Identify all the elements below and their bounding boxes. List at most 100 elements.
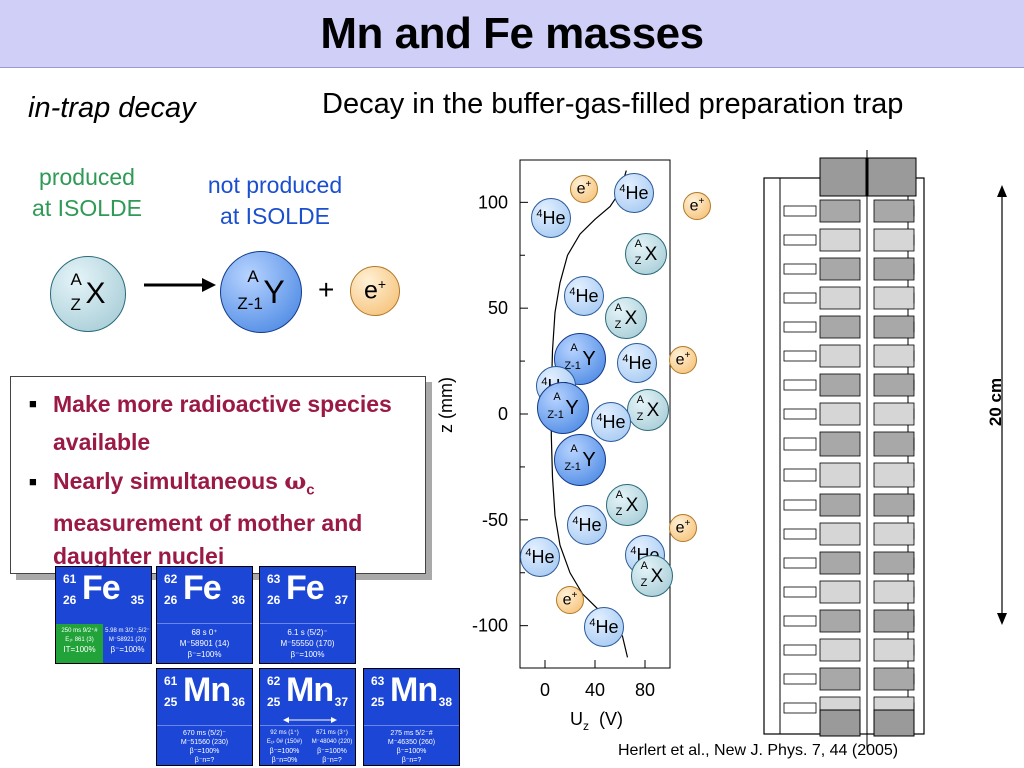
helium-atom: 4He — [614, 173, 654, 213]
scale-arrow — [997, 185, 1007, 625]
electrode-right — [873, 315, 915, 339]
y-ticks: 100 50 0 -50 -100 — [472, 192, 528, 636]
helium-atom: 4He — [567, 505, 607, 545]
electrode-left — [819, 344, 861, 368]
insulator-left — [783, 557, 817, 569]
electrode-left — [819, 522, 861, 546]
electrode-left — [819, 257, 861, 281]
y-axis-label: z (mm) — [436, 377, 456, 433]
positron: e+ — [683, 192, 711, 220]
insulator-left — [783, 437, 817, 451]
electrode-right — [873, 493, 915, 517]
subtitle-buffer-gas-trap: Decay in the buffer-gas-filled preparati… — [322, 88, 904, 120]
bullet-box: Make more radioactive species available … — [10, 376, 426, 574]
insulator-left — [783, 234, 817, 246]
electrode-left — [819, 228, 861, 252]
y-tick-label: -100 — [472, 616, 508, 636]
bottom-cap-right — [873, 709, 915, 737]
bullet-list: Make more radioactive species available … — [29, 385, 411, 573]
electrode-right — [873, 522, 915, 546]
x-axis-label: Uz(V) — [570, 709, 623, 733]
positron: e+ — [570, 175, 598, 203]
y-tick-label: 0 — [498, 404, 508, 424]
produced-label: produced at ISOLDE — [32, 164, 142, 221]
insulator-left — [783, 615, 817, 627]
electrode-left — [819, 667, 861, 691]
electrode-right — [873, 228, 915, 252]
y-tick-label: -50 — [482, 510, 508, 530]
electrode-left — [819, 402, 861, 426]
insulator-left — [783, 263, 817, 275]
citation: Herlert et al., New J. Phys. 7, 44 (2005… — [618, 742, 899, 759]
electrode-right — [873, 199, 915, 223]
electrode-left — [819, 493, 861, 517]
helium-atom: 4He — [531, 198, 571, 238]
insulator-left — [783, 673, 817, 685]
x-ticks: 0 40 80 — [540, 660, 655, 700]
positron: e+ — [669, 514, 697, 542]
electrode-left — [819, 580, 861, 604]
insulator-left — [783, 468, 817, 482]
electrode-left — [819, 551, 861, 575]
insulator-left — [783, 644, 817, 656]
electrode-right — [873, 462, 915, 488]
electrode-right — [873, 431, 915, 457]
scale-label: 20 cm — [986, 377, 1005, 427]
electrode-left — [819, 462, 861, 488]
electrode-right — [873, 638, 915, 662]
positron: e+ — [556, 586, 584, 614]
nuclide-tile-fe63: 63 26 Fe 37 6.1 s (5/2)⁻ M⁻55550 (170) β… — [259, 566, 356, 664]
insulator-left — [783, 499, 817, 511]
double-arrow-icon — [283, 717, 337, 723]
bullet-item: Make more radioactive species available — [29, 385, 411, 461]
electrode-left — [819, 373, 861, 397]
subtitle-in-trap-decay: in-trap decay — [28, 92, 196, 124]
electrode-right — [873, 257, 915, 281]
insulator-left — [783, 702, 817, 714]
electrode-right — [873, 286, 915, 310]
insulator-left — [783, 292, 817, 304]
electrode-left — [819, 199, 861, 223]
positron: e+ — [350, 266, 400, 316]
electrode-right — [873, 580, 915, 604]
y-tick-label: 50 — [488, 298, 508, 318]
mother-nucleus: A Z X — [50, 256, 126, 332]
positron: e+ — [669, 346, 697, 374]
helium-atom: 4He — [584, 607, 624, 647]
helium-atom: 4He — [564, 276, 604, 316]
x-tick-label: 80 — [635, 680, 655, 700]
insulator-left — [783, 528, 817, 540]
helium-atom: 4He — [591, 402, 631, 442]
top-cap-right — [867, 157, 917, 197]
electrode-stack — [763, 150, 925, 750]
trap-electrode-drawing — [763, 150, 925, 750]
helium-atom: 4He — [520, 537, 560, 577]
insulator-left — [783, 379, 817, 391]
electrode-right — [873, 373, 915, 397]
electrode-right — [873, 667, 915, 691]
top-cap-left — [819, 157, 867, 197]
electrode-left — [819, 638, 861, 662]
nuclide-tile-mn62: 62 25 Mn 37 92 ms (1⁺) E₁ₜ 0# (150#) β⁻=… — [259, 668, 356, 766]
bottom-cap-left — [819, 709, 861, 737]
electrode-right — [873, 402, 915, 426]
bullet-item: Nearly simultaneous ωc measurement of mo… — [29, 465, 411, 573]
x-tick-label: 0 — [540, 680, 550, 700]
electrode-left — [819, 315, 861, 339]
nuclide-tile-fe61: 61 26 Fe 35 250 ms 9/2⁺# E₁ₜ 861 (3) IT=… — [55, 566, 152, 664]
insulator-left — [783, 586, 817, 598]
nuclide-tile-mn63: 63 25 Mn 38 275 ms 5/2⁻# M⁻46350 (260) β… — [363, 668, 460, 766]
y-tick-label: 100 — [478, 192, 508, 212]
insulator-left — [783, 350, 817, 362]
electrode-right — [873, 344, 915, 368]
insulator-left — [783, 408, 817, 420]
potential-plot: 100 50 0 -50 -100 0 40 80 z (mm) Uz(V) — [436, 159, 671, 733]
insulator-left — [783, 205, 817, 217]
x-tick-label: 40 — [585, 680, 605, 700]
